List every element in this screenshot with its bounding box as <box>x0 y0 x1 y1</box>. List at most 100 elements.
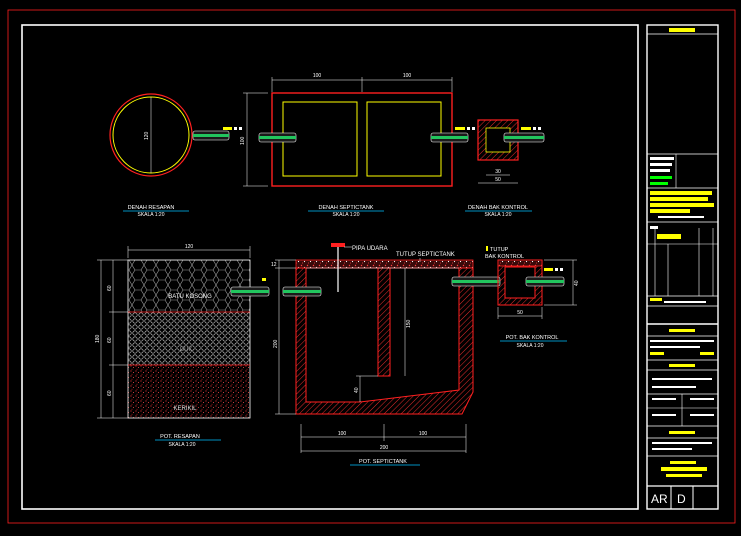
pipe-tag <box>544 268 553 271</box>
tb-white-bar <box>658 216 704 218</box>
sheet-border <box>21 24 639 510</box>
resapan-layer-kerikil <box>128 365 250 418</box>
section-resapan-scale: SKALA 1:20 <box>169 442 196 448</box>
drawing-code-left: AR <box>651 492 668 506</box>
pipe-tag <box>521 127 531 130</box>
drawing-code-right: D <box>677 492 686 506</box>
septictank-dim-left: 100 <box>313 73 322 79</box>
tb-yellow-block <box>650 191 712 195</box>
pipe-inlet-green <box>259 136 296 139</box>
bak-kontrol-dim-height: 40 <box>574 280 580 286</box>
resapan-layer1-label: BATU KOSONG <box>168 294 212 300</box>
tb-white-bar <box>650 226 658 229</box>
tutup-label-2: BAK KONTROL <box>485 254 524 260</box>
tb-white-bar <box>690 414 714 416</box>
resapan-dim-layer3: 60 <box>107 390 113 396</box>
tb-yellow-block <box>650 203 714 207</box>
pipe-tag <box>538 127 541 130</box>
tb-yellow-block <box>650 209 690 213</box>
tutup-septictank-label: TUTUP SEPTICTANK <box>396 252 455 258</box>
pipe-inlet-green <box>283 290 321 293</box>
section-resapan[interactable]: 120 BATU KOSONG IJUK KERIKIL 180 60 60 6… <box>95 244 270 448</box>
tb-white-bar <box>652 414 676 416</box>
bak-kontrol-cover <box>497 259 543 267</box>
resapan-section-dim-width: 120 <box>185 244 194 250</box>
septictank-dim-right: 100 <box>403 73 412 79</box>
pipe-tag <box>533 127 536 130</box>
septictank-dim-partition: 150 <box>406 319 412 328</box>
tb-yellow-block <box>670 461 696 464</box>
pipe-tag <box>472 127 475 130</box>
resapan-dim-layer1: 60 <box>107 285 113 291</box>
tb-row-bar <box>650 163 672 166</box>
pipa-udara-cap <box>331 243 345 247</box>
resapan-dim-layer2: 60 <box>107 337 113 343</box>
pipe-tag <box>262 278 266 281</box>
section-bak-kontrol-scale: SKALA 1:20 <box>517 343 544 349</box>
resapan-layer2-label: IJUK <box>179 347 192 353</box>
tb-yellow-block <box>669 329 695 332</box>
resapan-diameter-dim: 120 <box>144 131 150 140</box>
pipe-tag <box>455 127 465 130</box>
septictank-partition-wall <box>377 267 391 377</box>
plan-septictank[interactable]: 100 100 100 DENAH SEPTICTANK SKALA 1:20 <box>240 73 475 218</box>
bak-kontrol-dim-outer: 50 <box>495 177 501 183</box>
pipe-tag <box>239 127 242 130</box>
septictank-cover-slab <box>295 259 474 269</box>
tb-yellow-block <box>661 467 707 471</box>
pipe-outlet-green <box>431 136 468 139</box>
resapan-outer-circle <box>109 93 193 177</box>
tb-white-bar <box>664 301 706 303</box>
pipe-tag <box>555 268 558 271</box>
section-resapan-title: POT. RESAPAN <box>160 434 200 440</box>
tb-white-bar <box>652 442 712 444</box>
section-septictank[interactable]: PIPA UDARA TUTUP SEPTICTANK 12 200 150 4… <box>271 243 501 466</box>
pipe-outlet-green <box>504 136 544 139</box>
pipa-udara-label: PIPA UDARA <box>352 246 388 252</box>
septictank-dim-top: 12 <box>271 262 277 268</box>
pipe-tag <box>467 127 470 130</box>
resapan-layer-batu <box>128 260 250 312</box>
plan-bak-kontrol[interactable]: 30 50 DENAH BAK KONTROL SKALA 1:20 <box>465 119 545 218</box>
sheet-outer-frame <box>7 9 736 524</box>
pipe-outlet-green <box>452 280 500 283</box>
septictank-dim-gap: 40 <box>354 387 360 393</box>
resapan-layer3-label: KERIKIL <box>173 406 197 412</box>
title-block[interactable]: AR D <box>646 24 719 510</box>
tb-white-bar <box>652 448 692 450</box>
resapan-section-outline <box>127 259 251 419</box>
plan-bak-kontrol-scale: SKALA 1:20 <box>485 212 512 218</box>
septictank-dim-right: 100 <box>419 431 428 437</box>
tutup-marker <box>486 246 488 251</box>
tb-yellow-block <box>650 352 664 355</box>
pipe-tag <box>234 127 237 130</box>
pipe-inlet-green <box>193 134 229 137</box>
bak-kontrol-dim-inner: 30 <box>495 169 501 175</box>
tb-white-bar <box>650 346 700 348</box>
section-bak-kontrol[interactable]: TUTUP BAK KONTROL 40 50 POT. BAK KONTROL… <box>485 246 580 349</box>
tb-white-bar <box>652 378 712 380</box>
plan-bak-kontrol-title: DENAH BAK KONTROL <box>468 205 528 211</box>
plan-resapan[interactable]: 120 DENAH RESAPAN SKALA 1:20 <box>109 93 242 218</box>
resapan-dim-total: 180 <box>95 334 101 343</box>
plan-septictank-scale: SKALA 1:20 <box>333 212 360 218</box>
pipe-outlet-green <box>526 280 564 283</box>
tb-yellow-block <box>666 474 702 477</box>
resapan-layer-ijuk <box>128 312 250 365</box>
section-septictank-title: POT. SEPTICTANK <box>359 459 407 465</box>
septictank-outer-wall <box>271 92 453 187</box>
pipe-inlet-green <box>231 290 269 293</box>
tb-white-bar <box>690 398 714 400</box>
bak-kontrol-dim-width: 50 <box>517 310 523 316</box>
title-block-frame <box>646 24 719 510</box>
septictank-dim-height: 100 <box>240 136 246 145</box>
septictank-dim-height: 200 <box>273 339 279 348</box>
plan-resapan-title: DENAH RESAPAN <box>128 205 175 211</box>
tb-white-bar <box>652 398 676 400</box>
section-bak-kontrol-title: POT. BAK KONTROL <box>506 335 559 341</box>
tb-yellow-block <box>657 234 681 239</box>
septictank-dim-total: 200 <box>380 445 389 451</box>
plan-resapan-scale: SKALA 1:20 <box>138 212 165 218</box>
